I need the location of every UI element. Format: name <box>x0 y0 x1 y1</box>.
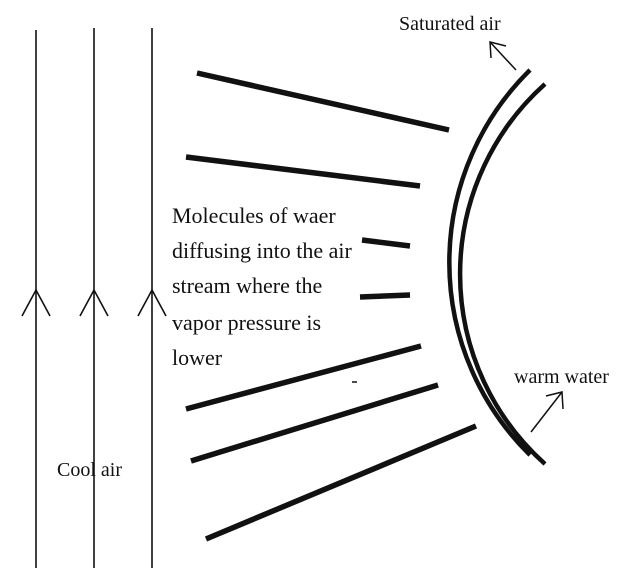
diffusion-line-3 <box>362 240 410 246</box>
description-line-2: diffusing into the air <box>172 238 353 263</box>
diffusion-line-2 <box>186 157 420 186</box>
description-line-5: lower <box>172 345 223 370</box>
cool-air-flow-lines <box>36 28 152 568</box>
saturated-air-arrow <box>490 42 516 70</box>
saturated-air-arrow-shaft <box>490 42 516 70</box>
warm-water-arrow-shaft <box>531 392 562 432</box>
description-line-4: vapor pressure is <box>172 310 321 335</box>
diffusion-line-1 <box>197 73 449 130</box>
inner-arc <box>460 84 545 464</box>
saturated-air-label: Saturated air <box>399 13 501 35</box>
water-surface <box>449 70 545 464</box>
description-text: Molecules of waer diffusing into the air… <box>172 203 353 370</box>
description-line-1: Molecules of waer <box>172 203 336 228</box>
diffusion-lines <box>186 73 476 539</box>
description-line-3: stream where the <box>172 273 322 298</box>
warm-water-arrow <box>531 392 563 432</box>
diffusion-line-4 <box>360 295 410 297</box>
cool-air-label: Cool air <box>57 459 122 481</box>
warm-water-label: warm water <box>514 366 609 388</box>
